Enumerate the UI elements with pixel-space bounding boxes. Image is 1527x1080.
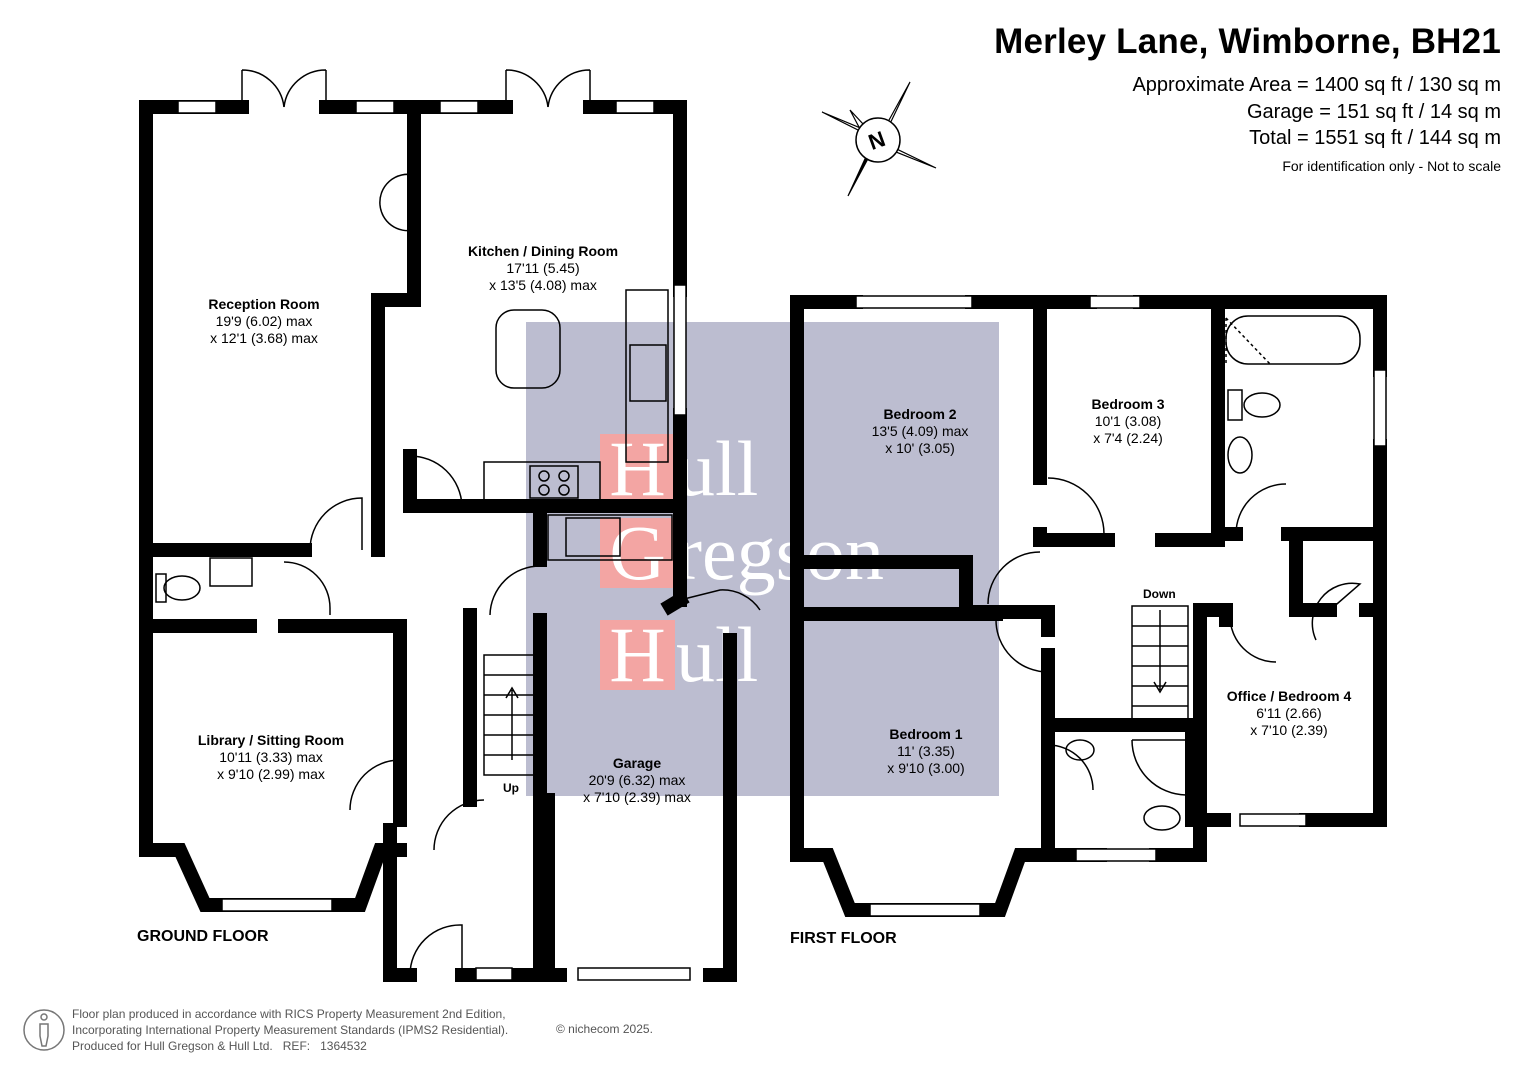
room-name: Bedroom 2 [883,406,957,422]
room-dim: x 7'10 (2.39) max [583,789,691,805]
room-dim: 17'11 (5.45) [506,260,580,276]
room-name: Kitchen / Dining Room [467,243,619,259]
room-dim: 6'11 (2.66) [1256,705,1322,721]
person-icon [23,1009,65,1051]
room-name: Bedroom 3 [1091,396,1165,412]
watermark-initial-3: H [600,620,675,690]
room-library: Library / Sitting Room 10'11 (3.33) max … [198,732,344,783]
room-dim: 10'11 (3.33) max [219,749,323,765]
room-bedroom-2: Bedroom 2 13'5 (4.09) max x 10' (3.05) [872,406,969,457]
room-dim: x 9'10 (3.00) [887,760,965,776]
room-name: Bedroom 1 [889,726,963,742]
room-bedroom-3: Bedroom 3 10'1 (3.08) x 7'4 (2.24) [1091,396,1164,447]
room-dim: x 7'10 (2.39) [1250,722,1328,738]
approx-area: Approximate Area = 1400 sq ft / 130 sq m [1132,74,1501,96]
room-dim: 19'9 (6.02) max [215,313,313,329]
watermark-word-1: ull [676,425,759,512]
room-reception: Reception Room 19'9 (6.02) max x 12'1 (3… [208,296,319,347]
copyright: © nichecom 2025. [556,1022,653,1036]
first-floor-openings [820,295,1387,917]
total-area: Total = 1551 sq ft / 144 sq m [1249,127,1501,149]
room-name: Library / Sitting Room [197,732,345,748]
room-office: Office / Bedroom 4 6'11 (2.66) x 7'10 (2… [1227,688,1351,739]
first-floor-walls [790,295,1387,917]
room-dim: x 13'5 (4.08) max [489,277,597,293]
ground-floor-label: GROUND FLOOR [137,928,269,945]
room-dim: 11' (3.35) [897,743,955,759]
room-name: Garage [612,755,662,771]
room-bedroom-1: Bedroom 1 11' (3.35) x 9'10 (3.00) [887,726,964,777]
room-garage: Garage 20'9 (6.32) max x 7'10 (2.39) max [583,755,691,806]
room-dim: x 9'10 (2.99) max [217,766,325,782]
watermark-initial-1: H [600,434,675,504]
room-dim: x 12'1 (3.68) max [210,330,318,346]
garage-area: Garage = 151 sq ft / 14 sq m [1246,101,1501,123]
watermark-initial-2: G [600,518,675,588]
stairs-up-label: Up [503,781,519,795]
scale-note: For identification only - Not to scale [1282,158,1501,174]
room-dim: x 7'4 (2.24) [1093,430,1163,446]
room-kitchen: Kitchen / Dining Room 17'11 (5.45) x 13'… [468,243,618,294]
watermark-word-3: ull [676,611,759,698]
page-title: Merley Lane, Wimborne, BH21 [994,22,1501,61]
room-name: Office / Bedroom 4 [1226,688,1352,704]
compass-icon [821,81,937,197]
ground-floor-walls [139,100,737,982]
footer-text: Floor plan produced in accordance with R… [72,1007,509,1053]
stairs-down-label: Down [1143,587,1176,601]
room-dim: x 10' (3.05) [885,440,955,456]
ground-floor-openings [155,69,761,981]
watermark-word-2: regson [676,509,884,596]
room-name: Reception Room [208,296,320,312]
first-floor-label: FIRST FLOOR [790,930,897,947]
room-dim: 20'9 (6.32) max [588,772,686,788]
room-dim: 10'1 (3.08) [1094,413,1162,429]
room-dim: 13'5 (4.09) max [871,423,969,439]
